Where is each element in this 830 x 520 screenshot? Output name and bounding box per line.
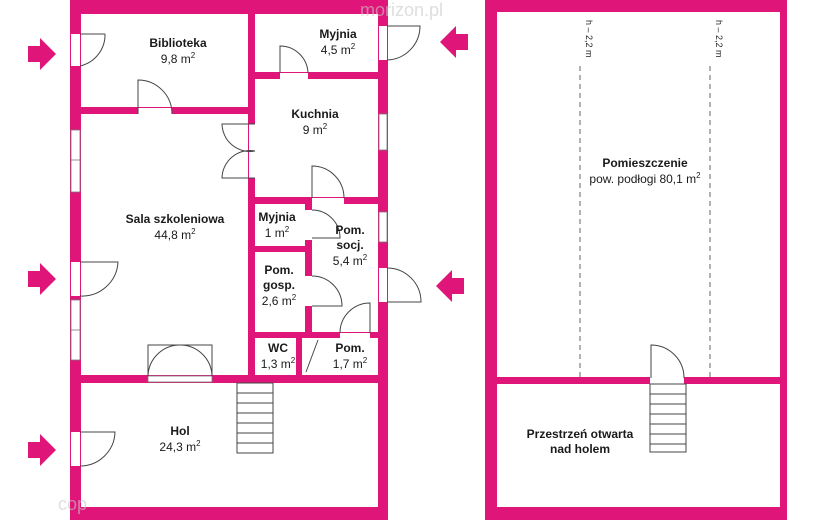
room-area: 2,6 m — [261, 294, 292, 308]
room-area: 44,8 m — [154, 228, 192, 242]
room-przestrzen-otwarta: Przestrzeń otwarta nad holem — [505, 427, 655, 457]
room-area: 9 m — [302, 123, 323, 137]
room-name: Pom. — [335, 341, 365, 355]
doors — [71, 25, 685, 467]
room-area: 1 m — [264, 226, 285, 240]
room-name: Kuchnia — [291, 107, 339, 121]
arrow-icon — [440, 26, 468, 58]
height-lines — [579, 66, 711, 377]
room-hol: Hol 24,3 m2 — [145, 424, 215, 455]
watermark-bottom: cop — [58, 494, 88, 514]
room-wc: WC 1,3 m2 — [254, 341, 302, 372]
arrow-icon — [28, 38, 56, 70]
room-area: 5,4 m — [332, 254, 363, 268]
room-name-2: nad holem — [549, 442, 610, 456]
room-area: 1,3 m — [260, 357, 291, 371]
room-name-2: socj. — [336, 238, 364, 252]
room-name: Przestrzeń otwarta — [526, 427, 634, 441]
room-name: Myjnia — [258, 210, 296, 224]
room-name: Sala szkoleniowa — [125, 212, 225, 226]
room-name: Pom. — [264, 263, 294, 277]
room-area: pow. podłogi 80,1 m — [589, 172, 697, 186]
height-label-right: h – 2,2 m — [714, 20, 724, 58]
room-area: 24,3 m — [159, 440, 197, 454]
room-name: Hol — [170, 424, 190, 438]
room-pom-socj: Pom. socj. 5,4 m2 — [322, 223, 378, 269]
room-myjnia-small: Myjnia 1 m2 — [254, 210, 300, 241]
room-name-2: gosp. — [263, 278, 295, 292]
room-name: Pomieszczenie — [602, 156, 688, 170]
room-area: 1,7 m — [332, 357, 363, 371]
room-sala-szkoleniowa: Sala szkoleniowa 44,8 m2 — [115, 212, 235, 243]
arrow-icon — [28, 263, 56, 295]
room-kuchnia: Kuchnia 9 m2 — [280, 107, 350, 138]
room-pom-gosp: Pom. gosp. 2,6 m2 — [252, 263, 306, 309]
stairs — [236, 382, 687, 454]
room-name: WC — [268, 341, 288, 355]
room-pomieszczenie: Pomieszczenie pow. podłogi 80,1 m2 — [570, 156, 720, 187]
room-biblioteka: Biblioteka 9,8 m2 — [133, 36, 223, 67]
windows — [70, 113, 388, 383]
entrance-arrows — [28, 26, 468, 466]
arrow-icon — [28, 434, 56, 466]
room-name: Myjnia — [319, 27, 357, 41]
height-label-left: h – 2,2 m — [584, 20, 594, 58]
room-name: Biblioteka — [149, 36, 207, 50]
room-area: 9,8 m — [160, 52, 191, 66]
room-pom: Pom. 1,7 m2 — [322, 341, 378, 372]
watermark-top: morizon.pl — [360, 0, 444, 20]
arrow-icon — [436, 270, 464, 302]
room-name: Pom. — [335, 223, 365, 237]
room-area: 4,5 m — [320, 43, 351, 57]
room-myjnia: Myjnia 4,5 m2 — [308, 27, 368, 58]
